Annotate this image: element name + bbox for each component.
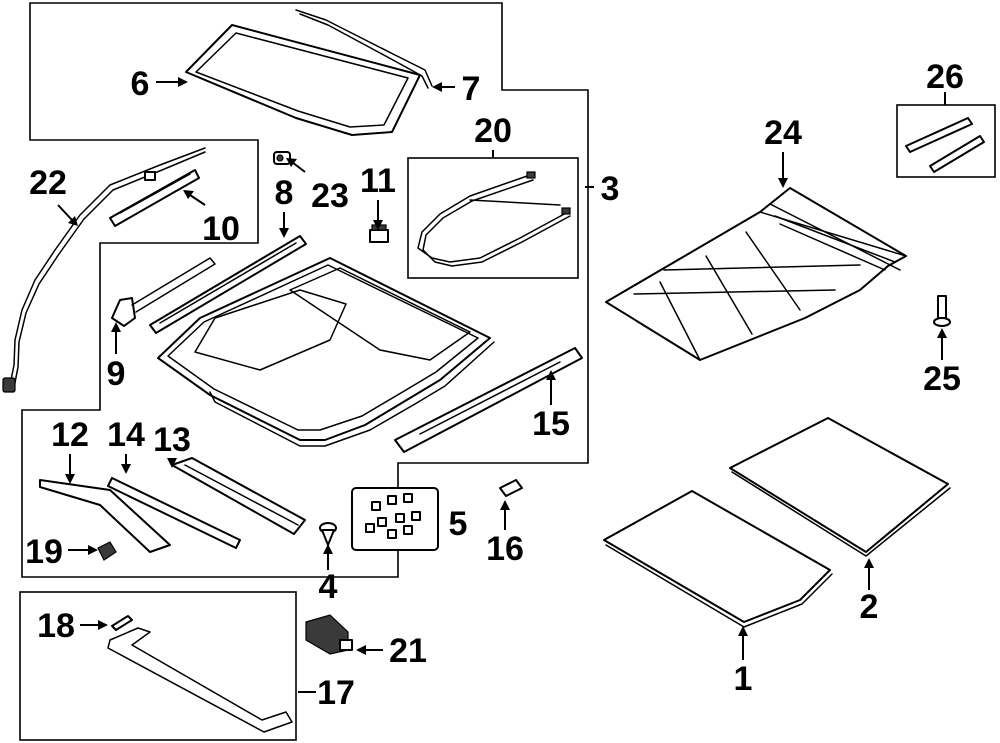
part-24-sunshade	[605, 187, 907, 361]
part-18-strip	[111, 615, 133, 631]
callout-7: 7	[462, 70, 481, 108]
callout-5: 5	[449, 505, 468, 543]
sunroof-frame	[157, 257, 495, 447]
callout-8: 8	[275, 174, 294, 212]
part-7-seal-strip	[295, 9, 433, 89]
part-19-clip	[97, 541, 117, 561]
part-1-front-glass	[603, 490, 833, 628]
callout-20: 20	[474, 112, 512, 150]
callout-14: 14	[107, 416, 145, 454]
part-8-side-rail	[149, 235, 307, 334]
part-22-drain-hose	[2, 147, 206, 393]
part-26-rods	[905, 117, 985, 173]
part-5-clip-set	[351, 487, 439, 551]
part-12-trim-panel	[39, 479, 171, 553]
part-4-grommet	[319, 522, 337, 546]
part-14-rail	[107, 477, 241, 549]
assembly-17-box	[19, 591, 297, 741]
callout-17: 17	[317, 674, 355, 712]
callout-labels: 1 2 3 4 5 6 7 8 9 10 11 12 13 14 15 16 1…	[25, 58, 964, 712]
part-21-motor	[305, 614, 353, 655]
callout-12: 12	[51, 416, 89, 454]
callout-1: 1	[734, 660, 753, 698]
part-2-rear-glass	[729, 417, 951, 557]
part-10-guide-rail	[109, 169, 200, 227]
assembly-3-box	[21, 2, 589, 578]
callout-2: 2	[860, 588, 879, 626]
callout-11: 11	[360, 162, 396, 200]
part-23-clip	[273, 151, 291, 165]
callout-18: 18	[37, 607, 75, 645]
callout-22: 22	[29, 164, 67, 202]
callout-10: 10	[202, 210, 240, 248]
callout-24: 24	[764, 114, 802, 152]
callout-15: 15	[532, 405, 570, 443]
callout-19: 19	[25, 533, 63, 571]
part-17-seal	[107, 627, 293, 733]
leader-lines	[57, 77, 947, 693]
callout-26: 26	[926, 58, 964, 96]
part-20-cable	[417, 171, 571, 267]
part-16-pad	[499, 479, 523, 497]
callout-25: 25	[923, 360, 961, 398]
part-9-bracket	[111, 257, 216, 327]
callout-9: 9	[107, 355, 126, 393]
callout-6: 6	[131, 65, 150, 103]
callout-16: 16	[486, 530, 524, 568]
callout-3: 3	[601, 170, 620, 208]
part-25-bolt	[933, 295, 951, 327]
part-6-glass-seal-frame	[185, 24, 421, 136]
part-13-bracket	[171, 457, 306, 535]
callout-4: 4	[319, 568, 338, 606]
part-15-deflector	[394, 347, 583, 453]
callout-23: 23	[311, 177, 349, 215]
callout-21: 21	[389, 632, 427, 670]
callout-13: 13	[153, 421, 191, 459]
